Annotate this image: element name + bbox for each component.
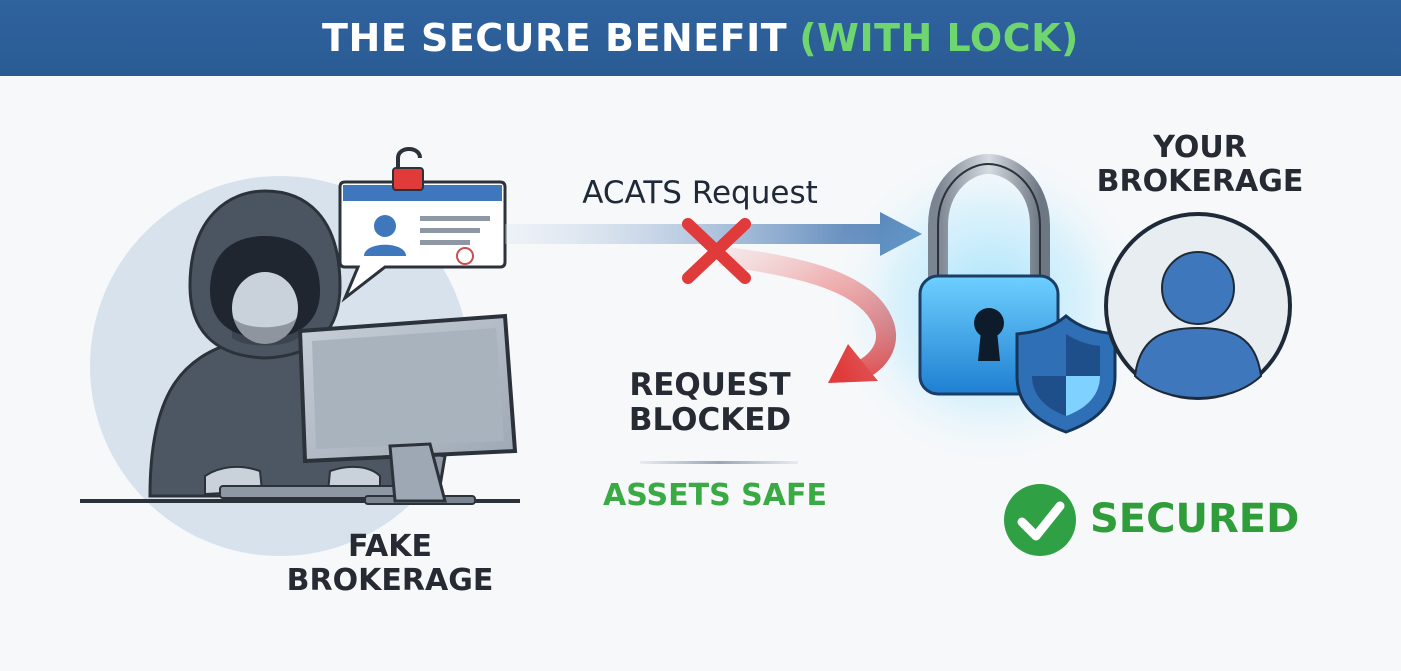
- request-blocked-label: REQUEST BLOCKED: [580, 368, 840, 437]
- blocked-line2: BLOCKED: [628, 401, 792, 438]
- assets-safe-label: ASSETS SAFE: [603, 478, 827, 513]
- monitor-icon: [297, 313, 518, 505]
- unlocked-padlock-icon: [392, 147, 424, 191]
- fake-brokerage-label: FAKE BROKERAGE: [240, 530, 540, 597]
- divider-rule: [640, 461, 798, 464]
- blocked-line1: REQUEST: [629, 367, 791, 403]
- diagram-canvas: [80, 141, 1292, 556]
- red-x-icon: [682, 218, 751, 284]
- secured-label: SECURED: [1090, 496, 1300, 542]
- title-banner: THE SECURE BENEFIT (WITH LOCK): [0, 0, 1401, 76]
- title-main: THE SECURE BENEFIT: [322, 16, 788, 60]
- your-label-line2: BROKERAGE: [1096, 163, 1304, 199]
- check-circle-icon: [1004, 484, 1076, 556]
- user-avatar-icon: [1104, 212, 1292, 400]
- fake-label-line1: FAKE: [347, 529, 432, 564]
- id-card-icon: [338, 180, 507, 303]
- title-accent: (WITH LOCK): [799, 16, 1079, 60]
- your-label-line1: YOUR: [1153, 130, 1247, 165]
- shield-icon: [1015, 314, 1117, 434]
- fake-label-line2: BROKERAGE: [286, 562, 494, 598]
- your-brokerage-label: YOUR BROKERAGE: [1050, 131, 1350, 198]
- acats-request-label: ACATS Request: [582, 175, 818, 211]
- diagram-area: FAKE BROKERAGE YOUR BROKERAGE ACATS Requ…: [0, 76, 1401, 671]
